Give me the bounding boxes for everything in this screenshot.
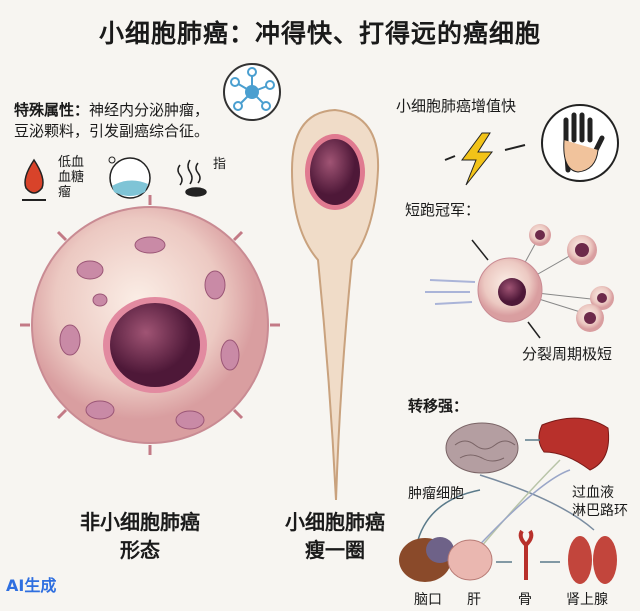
molecule-bubble-icon: [223, 63, 281, 121]
brain-icon: [445, 422, 519, 474]
face-icon: [108, 156, 151, 199]
metastasis-arrows: [417, 439, 595, 561]
sprint-label: 短跑冠军：: [405, 201, 481, 219]
blood-drop-icon: [22, 158, 46, 201]
lightning-icon: [444, 132, 526, 186]
nsclc-cell-illustration: [20, 195, 280, 455]
steam-icon: [177, 159, 207, 197]
organ-label-liver: 肝: [467, 592, 481, 608]
organ-label-bone: 骨: [518, 592, 532, 608]
sclc-cell-illustration: [290, 108, 380, 501]
properties-line2: 豆泌颗料，引发副癌综合征。: [14, 122, 210, 140]
sclc-label: 小细胞肺癌瘦一圈: [285, 510, 385, 562]
properties-text: 特殊属性：神经内分泌肿瘤， 豆泌颗料，引发副癌综合征。: [14, 100, 209, 142]
organ-label-adrenal: 肾上腺: [566, 592, 608, 608]
page-title: 小细胞肺癌：冲得快、打得远的癌细胞: [98, 19, 541, 48]
growth-label: 小细胞肺癌增值快: [396, 97, 517, 115]
blood-drop-label: 低血血糖瘤: [58, 155, 85, 200]
organ-label-brain: 脑口: [414, 592, 442, 608]
route-label: 过血液淋巴路环: [572, 485, 628, 519]
tumor-cells-label: 肿瘤细胞: [408, 486, 464, 502]
metastasis-heading: 转移强：: [408, 397, 469, 415]
bone-icon: [496, 529, 560, 580]
hand-icon: [541, 104, 619, 182]
nsclc-label: 非小细胞肺癌形态: [80, 510, 200, 562]
steam-label: 指: [213, 157, 227, 172]
liver-icon: [538, 417, 610, 471]
division-label: 分裂周期极短: [522, 345, 613, 363]
properties-heading: 特殊属性：: [14, 101, 90, 119]
liver-organ-icon: [447, 539, 493, 581]
properties-line1: 神经内分泌肿瘤，: [89, 101, 210, 119]
adrenal-kidney-icon: [568, 536, 617, 584]
ai-generated-watermark: AI生成: [6, 576, 57, 595]
brain-organ-icon: [399, 537, 454, 582]
dividing-cells-illustration: [425, 224, 614, 339]
